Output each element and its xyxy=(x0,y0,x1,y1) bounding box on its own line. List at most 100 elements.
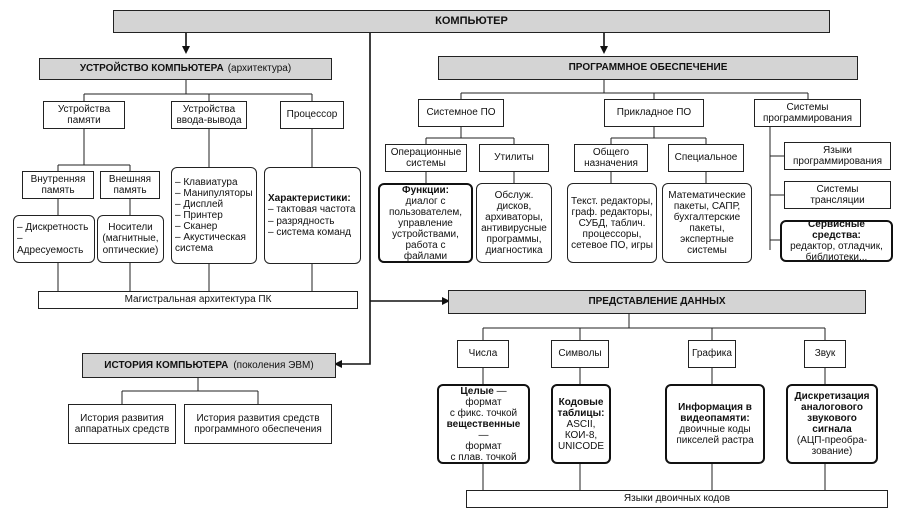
proc-item: – система команд xyxy=(268,227,352,238)
utility-line: архиваторы, xyxy=(485,212,543,223)
binary-label: Языки двоичных кодов xyxy=(623,493,731,504)
symbols: Символы xyxy=(551,340,609,368)
special-software-label: Специальное xyxy=(674,152,738,164)
translation-systems-label: Системы трансляции xyxy=(810,183,865,207)
media-label: Носители (магнитные, оптические) xyxy=(102,221,159,256)
video-memory-heading: Информация в видеопамяти: xyxy=(678,402,752,424)
processor-label: Процессор xyxy=(286,109,338,121)
programming-languages: Языки программирования xyxy=(784,142,891,170)
memory-devices-label: Устройства памяти xyxy=(57,103,111,127)
service-line: библиотеки... xyxy=(805,252,868,263)
prop-item: – Адресуемость xyxy=(17,233,84,256)
proc-item: – разрядность xyxy=(268,215,335,227)
special-line: экспертные xyxy=(680,234,734,245)
special-line: системы xyxy=(687,245,727,256)
format-label: формат xyxy=(465,440,502,452)
history-title: ИСТОРИЯ КОМПЬЮТЕРА xyxy=(104,359,229,371)
internal-memory-props: – Дискретность – Адресуемость xyxy=(13,215,95,263)
io-devices-label: Устройства ввода-вывода xyxy=(176,103,242,127)
data-representation-node: ПРЕДСТАВЛЕНИЕ ДАННЫХ xyxy=(448,290,866,314)
special-line: Математические xyxy=(668,190,746,201)
os-function-line: устройствами, xyxy=(392,228,459,240)
binary-code-languages: Языки двоичных кодов xyxy=(466,490,888,508)
general-purpose: Общего назначения xyxy=(574,144,648,172)
real-rest: — xyxy=(478,429,489,441)
whole-line: Целые — формат xyxy=(442,386,525,408)
sound: Звук xyxy=(804,340,846,368)
utility-line: диагностика xyxy=(485,245,543,256)
code-table-line: UNICODE xyxy=(557,440,605,452)
io-item: – Акустическая xyxy=(175,232,246,243)
adc-line: (АЦП-преобра- xyxy=(796,435,868,446)
video-memory-line: двоичные коды xyxy=(679,424,751,435)
fixed-point-label: с фикс. точкой xyxy=(449,407,518,419)
io-item: – Принтер xyxy=(175,210,223,221)
io-item: – Манипуляторы xyxy=(175,188,253,199)
service-tools: Сервисные средства: редактор, отладчик, … xyxy=(780,219,893,263)
symbols-detail: Кодовые таблицы: ASCII, КОИ-8, UNICODE xyxy=(551,384,611,464)
service-line: редактор, отладчик, xyxy=(790,241,883,252)
video-memory-line: пикселей растра xyxy=(676,435,754,446)
special-software: Специальное xyxy=(668,144,744,172)
numbers: Числа xyxy=(457,340,509,368)
software-history-label: История развития средств программного об… xyxy=(194,412,322,436)
io-list: – Клавиатура – Манипуляторы – Дисплей – … xyxy=(171,167,257,264)
software-node: ПРОГРАММНОЕ ОБЕСПЕЧЕНИЕ xyxy=(438,56,858,80)
bus-architecture: Магистральная архитектура ПК xyxy=(38,291,358,309)
programming-systems-label: Системы программирования xyxy=(762,101,853,125)
io-item: – Клавиатура xyxy=(175,177,238,188)
graphics-detail: Информация в видеопамяти: двоичные коды … xyxy=(665,384,765,464)
root-node: КОМПЬЮТЕР xyxy=(113,10,830,33)
translation-systems: Системы трансляции xyxy=(784,181,891,209)
general-purpose-label: Общего назначения xyxy=(584,146,638,170)
utilities-label: Утилиты xyxy=(494,152,534,164)
graphics-label: Графика xyxy=(692,348,732,360)
internal-memory-label: Внутренняя память xyxy=(30,173,86,197)
utility-line: Обслуж. дисков, xyxy=(494,190,534,212)
sound-detail: Дискретизация аналогового звукового сигн… xyxy=(786,384,878,464)
history-node: ИСТОРИЯ КОМПЬЮТЕРА (поколения ЭВМ) xyxy=(82,353,336,378)
os-functions-heading: Функции: xyxy=(402,184,449,196)
device-title: УСТРОЙСТВО КОМПЬЮТЕРА xyxy=(79,63,224,75)
utility-line: программы, xyxy=(486,234,542,245)
hardware-history-label: История развития аппаратных средств xyxy=(74,412,170,436)
operating-systems: Операционные системы xyxy=(385,144,467,172)
os-function-line: диалог с xyxy=(405,195,446,207)
service-tools-heading: Сервисные средства: xyxy=(808,219,865,241)
applied-software: Прикладное ПО xyxy=(604,99,704,127)
whole-rest: — формат xyxy=(465,385,507,408)
numbers-detail: Целые — формат с фикс. точкой вещественн… xyxy=(437,384,530,464)
special-software-list: Математические пакеты, САПР, бухгалтерск… xyxy=(662,183,752,263)
data-representation-title: ПРЕДСТАВЛЕНИЕ ДАННЫХ xyxy=(588,296,726,308)
os-function-line: пользователем, xyxy=(388,206,463,218)
utility-line: антивирусные xyxy=(481,223,547,234)
proc-item: – тактовая частота xyxy=(268,204,356,215)
real-label: вещественные xyxy=(446,418,521,430)
hardware-history: История развития аппаратных средств xyxy=(68,404,176,444)
general-line: процессоры, xyxy=(582,228,642,240)
os-functions: Функции: диалог с пользователем, управле… xyxy=(378,183,473,263)
graphics: Графика xyxy=(688,340,736,368)
prop-item: – Дискретность xyxy=(17,221,89,233)
floating-point-label: с плав. точкой xyxy=(450,451,517,463)
device-node: УСТРОЙСТВО КОМПЬЮТЕРА (архитектура) xyxy=(39,58,332,80)
symbols-label: Символы xyxy=(558,348,602,360)
io-item: – Сканер xyxy=(175,221,218,232)
code-tables-heading: Кодовые таблицы: xyxy=(557,396,605,419)
software-title: ПРОГРАММНОЕ ОБЕСПЕЧЕНИЕ xyxy=(568,62,728,74)
external-memory-label: Внешняя память xyxy=(108,173,152,197)
history-subtitle: (поколения ЭВМ) xyxy=(233,359,314,371)
special-line: пакеты, xyxy=(689,223,725,234)
adc-line: зование) xyxy=(811,446,853,457)
general-line: Текст. редакторы, xyxy=(571,195,653,207)
system-software-label: Системное ПО xyxy=(426,107,496,119)
code-table-line: ASCII, КОИ-8, xyxy=(564,418,598,441)
programming-languages-label: Языки программирования xyxy=(792,144,883,168)
external-memory: Внешняя память xyxy=(100,171,160,199)
processor: Процессор xyxy=(280,101,344,129)
os-function-line: работа с файлами xyxy=(403,239,448,262)
real-line: вещественные — xyxy=(442,419,525,441)
general-purpose-list: Текст. редакторы, граф. редакторы, СУБД,… xyxy=(567,183,657,263)
applied-software-label: Прикладное ПО xyxy=(616,107,692,119)
